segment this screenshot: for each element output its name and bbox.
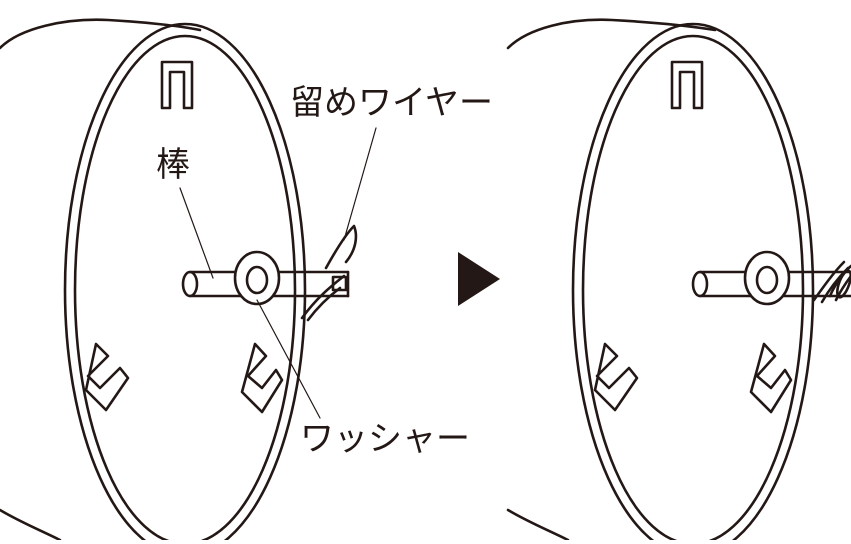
twisted-retaining-wire xyxy=(812,260,851,304)
retaining-wire xyxy=(300,224,358,322)
rod-label: 棒 xyxy=(156,145,190,185)
top-clip xyxy=(670,60,704,110)
lower-right-clip xyxy=(240,342,284,414)
lower-left-clip xyxy=(84,342,130,412)
after-panel xyxy=(506,18,851,544)
end-cap-outer-rim xyxy=(571,22,815,544)
end-cap-outer-rim xyxy=(63,22,307,544)
top-clip xyxy=(160,60,194,110)
washer-label: ワッシャー xyxy=(300,419,470,459)
wire-leader-line xyxy=(343,127,377,241)
lower-left-clip xyxy=(593,342,639,412)
before-panel xyxy=(0,18,377,544)
washer-leader-line xyxy=(256,299,321,419)
rod-leader-line xyxy=(179,187,214,279)
end-cap-inner-rim xyxy=(581,34,805,544)
right-arrow-icon xyxy=(458,252,500,306)
washer xyxy=(743,250,791,306)
cylinder-body xyxy=(0,18,202,542)
washer xyxy=(233,250,281,306)
cylinder-body xyxy=(506,18,717,542)
retaining-wire-label: 留めワイヤー xyxy=(290,83,493,123)
lower-right-clip xyxy=(749,342,793,414)
end-cap-inner-rim xyxy=(73,34,297,544)
